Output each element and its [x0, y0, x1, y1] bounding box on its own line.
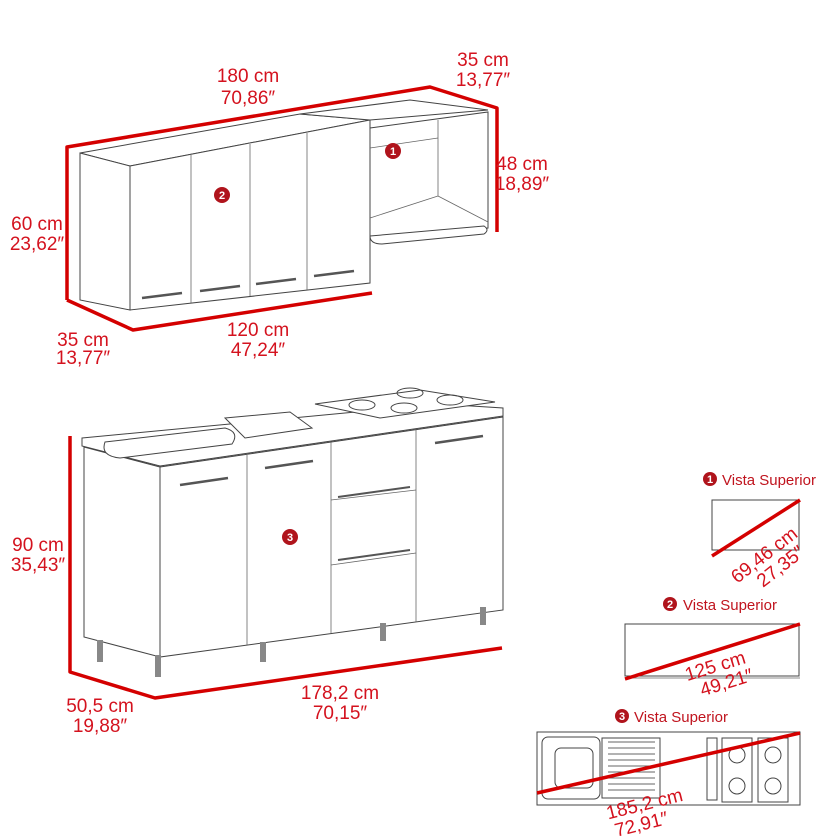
- dim-180cm: 180 cm: [217, 66, 279, 87]
- top-view-2-label: Vista Superior: [683, 597, 777, 614]
- dim-180in: 70,86″: [221, 88, 276, 109]
- dim-35in-right: 13,77″: [456, 70, 511, 91]
- dim-35cm-right: 35 cm: [457, 50, 509, 71]
- badge-3-number: 3: [287, 532, 293, 544]
- lower-dimension-lines: [68, 436, 503, 700]
- badge-2: [214, 187, 230, 203]
- upper-dimension-labels: 180 cm 70,86″ 35 cm 13,77″ 48 cm 18,89″ …: [10, 50, 550, 369]
- dim-48cm: 48 cm: [496, 154, 548, 175]
- dim-35in-left: 13,77″: [56, 348, 111, 369]
- top-view-1: 1 Vista Superior 69,46 cm 27,35″: [703, 472, 816, 592]
- top-view-2-badge: 2: [667, 599, 673, 611]
- dim-48in: 18,89″: [495, 174, 550, 195]
- dim-60in: 23,62″: [10, 234, 65, 255]
- top-view-3-badge: 3: [619, 711, 625, 723]
- dim-50in: 19,88″: [73, 716, 128, 737]
- burners: [348, 387, 464, 414]
- door-handles: [141, 269, 355, 300]
- top-view-2: 2 Vista Superior 125 cm 49,21″: [624, 597, 801, 701]
- dim-120cm: 120 cm: [227, 320, 289, 341]
- dim-60cm: 60 cm: [11, 214, 63, 235]
- top-view-1-label: Vista Superior: [722, 472, 816, 489]
- upper-dimension-lines: [65, 85, 499, 332]
- top-view-3: 3 Vista Superior 185,2 cm 72,91″: [536, 709, 801, 840]
- dim-178in: 70,15″: [313, 703, 368, 724]
- dim-35cm-left: 35 cm: [57, 330, 109, 351]
- dim-178cm: 178,2 cm: [301, 683, 379, 704]
- top-view-3-label: Vista Superior: [634, 709, 728, 726]
- upper-cabinet-drawing: 1 2: [79, 99, 489, 311]
- dim-90in: 35,43″: [11, 555, 66, 576]
- badge-1: [385, 143, 401, 159]
- lower-dimension-labels: 90 cm 35,43″ 50,5 cm 19,88″ 178,2 cm 70,…: [11, 535, 379, 737]
- badge-2-number: 2: [219, 190, 225, 202]
- badge-1-number: 1: [390, 146, 396, 158]
- badge-3: [282, 529, 298, 545]
- dim-50cm: 50,5 cm: [66, 696, 134, 717]
- lower-handles: [179, 434, 484, 561]
- dim-90cm: 90 cm: [12, 535, 64, 556]
- top-view-1-badge: 1: [707, 474, 713, 486]
- lower-cabinet-drawing: 3: [81, 387, 504, 677]
- dim-120in: 47,24″: [231, 340, 286, 361]
